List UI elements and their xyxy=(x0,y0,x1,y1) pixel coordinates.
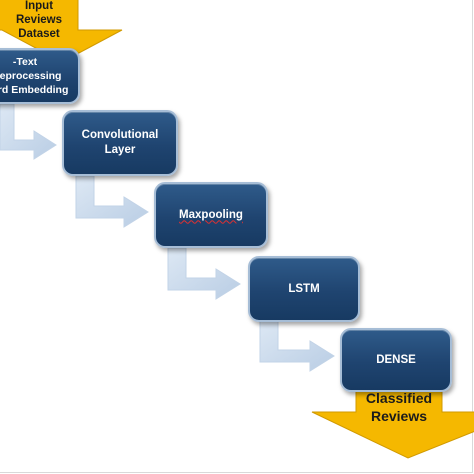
connector-arrow-2 xyxy=(75,175,149,228)
input-callout-line-3: Dataset xyxy=(18,28,60,40)
input-callout-line-2: Reviews xyxy=(15,14,63,26)
step-label-dense: DENSE xyxy=(376,353,416,368)
connector-arrow-4 xyxy=(259,319,335,372)
output-callout-line-2: Reviews xyxy=(370,408,428,424)
input-callout-label: Input Reviews Dataset xyxy=(0,0,78,41)
convolutional-line-1: Convolutional xyxy=(81,129,159,141)
dense-line-1: DENSE xyxy=(376,353,416,366)
maxpooling-line-1: Maxpooling xyxy=(179,208,243,221)
preprocessing-line-2: Preprocessing xyxy=(0,70,62,82)
step-label-lstm: LSTM xyxy=(288,282,319,297)
lstm-line-1: LSTM xyxy=(288,282,320,295)
convolutional-line-2: Layer xyxy=(104,144,136,156)
output-callout-shape xyxy=(311,385,474,459)
output-callout-line-1: Classified xyxy=(365,390,433,406)
preprocessing-line-3: Word Embedding xyxy=(0,84,69,96)
input-callout-shape xyxy=(0,0,123,63)
output-callout-label: Classified Reviews xyxy=(352,389,446,425)
step-box-dense: DENSE xyxy=(340,328,452,392)
step-label-maxpooling: Maxpooling xyxy=(179,208,243,223)
step-box-maxpooling: Maxpooling xyxy=(154,182,268,248)
connector-arrow-3 xyxy=(167,247,241,300)
input-callout-line-1: Input xyxy=(24,0,54,12)
step-box-convolutional: Convolutional Layer xyxy=(62,110,178,176)
step-box-lstm: LSTM xyxy=(248,256,360,322)
step-label-convolutional: Convolutional Layer xyxy=(82,128,159,158)
step-label-preprocessing: -Text Preprocessing Word Embedding xyxy=(0,55,68,97)
preprocessing-line-1: -Text xyxy=(12,56,38,68)
connector-arrow-1 xyxy=(0,103,57,160)
step-box-preprocessing: -Text Preprocessing Word Embedding xyxy=(0,48,80,104)
